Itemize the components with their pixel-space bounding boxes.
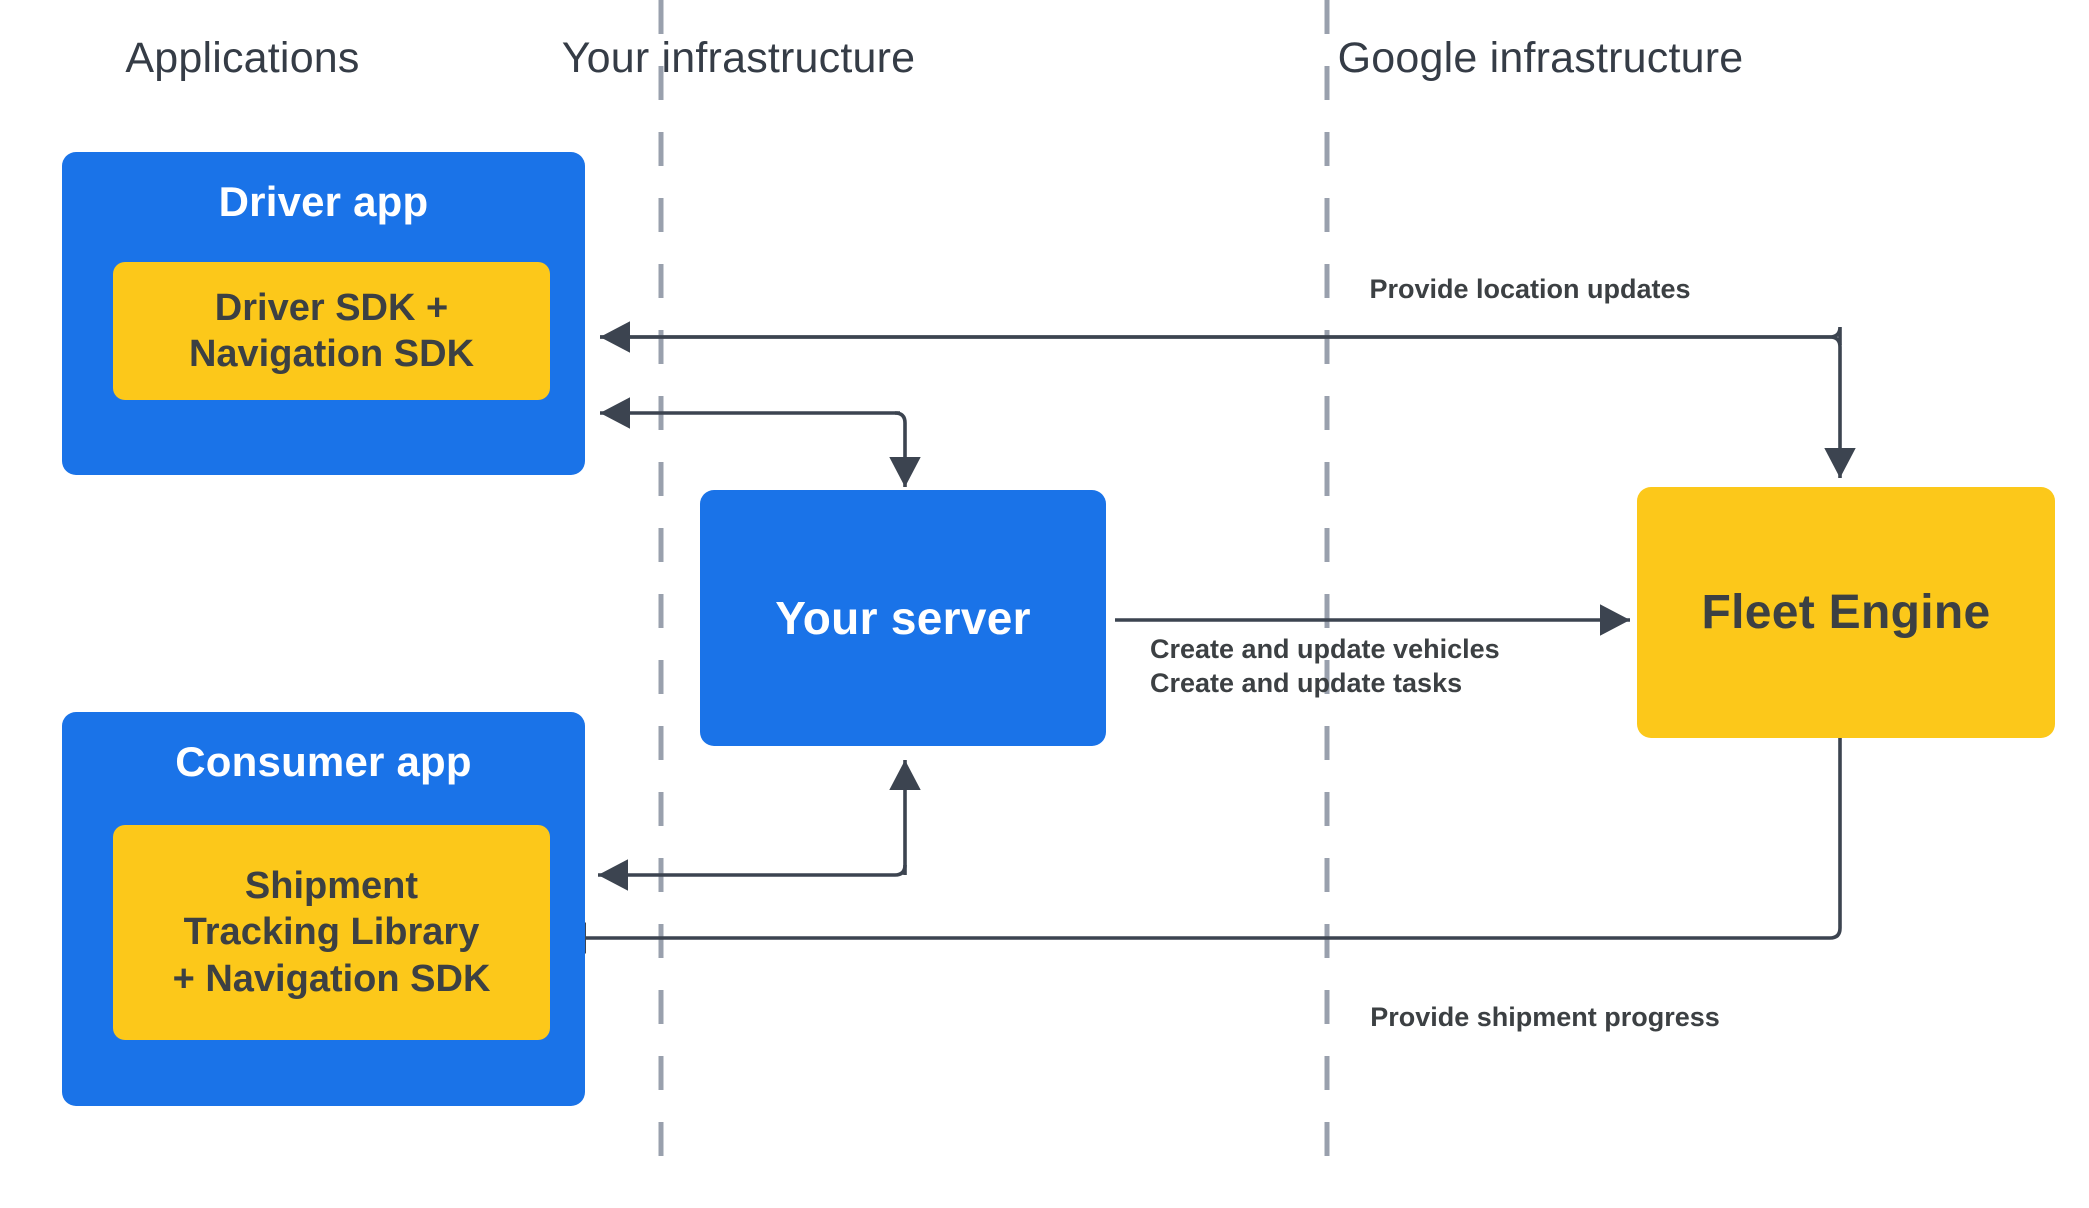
- edge-label-provide-shipment-progress: Provide shipment progress: [1370, 1002, 1720, 1032]
- consumer-app-title: Consumer app: [175, 738, 472, 785]
- node-shipment-tracking-library[interactable]: Shipment Tracking Library + Navigation S…: [113, 825, 550, 1040]
- node-your-server[interactable]: Your server: [700, 490, 1106, 746]
- edge-label-provide-location-updates: Provide location updates: [1369, 274, 1691, 304]
- edge-server-inflow-top: [889, 411, 921, 488]
- shipment-tracking-library-label: Shipment Tracking Library + Navigation S…: [172, 864, 491, 1000]
- edge-fleet-engine-to-consumer-app: [555, 738, 1842, 954]
- edge-to-consumer-app: [597, 859, 907, 891]
- node-driver-sdk[interactable]: Driver SDK + Navigation SDK: [113, 262, 550, 400]
- column-header-google-infrastructure: Google infrastructure: [1337, 34, 1744, 82]
- your-server-label: Your server: [775, 592, 1031, 644]
- column-header-your-infrastructure: Your infrastructure: [561, 34, 916, 82]
- edge-fleet-engine-to-driver-app-down: [600, 335, 1856, 479]
- node-consumer-app[interactable]: Consumer app Shipment Tracking Library +…: [62, 712, 585, 1106]
- edge-fleet-engine-to-driver-app: [599, 321, 1842, 353]
- edge-label-create-and-update: Create and update vehicles Create and up…: [1150, 634, 1500, 699]
- driver-sdk-label: Driver SDK + Navigation SDK: [188, 286, 475, 375]
- driver-app-title: Driver app: [218, 178, 429, 225]
- fleet-engine-label: Fleet Engine: [1701, 586, 1991, 639]
- node-driver-app[interactable]: Driver app Driver SDK + Navigation SDK: [62, 152, 585, 475]
- column-header-applications: Applications: [125, 34, 360, 82]
- node-fleet-engine[interactable]: Fleet Engine: [1637, 487, 2055, 738]
